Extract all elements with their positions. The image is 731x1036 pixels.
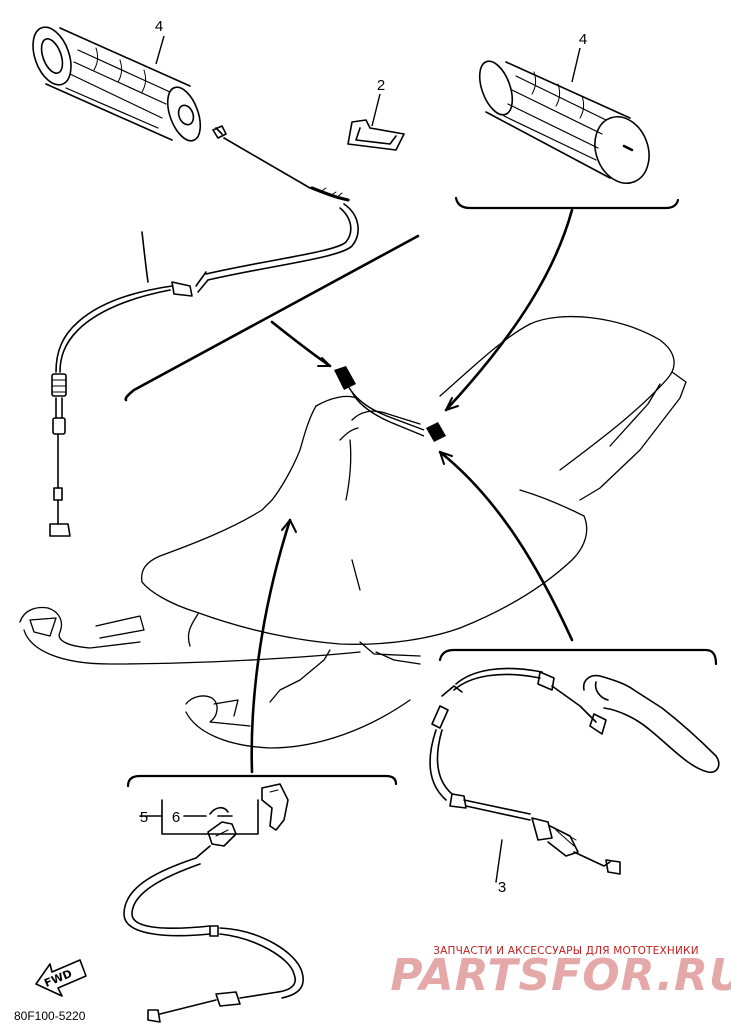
clip-part — [347, 119, 405, 151]
watermark-brand: PARTSFOR.RU — [390, 950, 731, 1001]
callout-4-right: 4 — [579, 31, 587, 48]
throttle-cable — [429, 667, 720, 883]
left-cable-end-marker — [334, 366, 356, 390]
right-cable-end-marker — [426, 422, 446, 442]
fwd-label: FWD — [42, 967, 74, 990]
callout-4-left: 4 — [155, 18, 163, 35]
pointer-choke — [250, 518, 292, 774]
callout-6: 6 — [172, 809, 180, 826]
bracket-choke — [126, 774, 398, 788]
callout-3: 3 — [498, 879, 506, 896]
right-grip — [478, 60, 650, 184]
pointer-right-grip — [444, 208, 574, 412]
pointer-left-grip — [270, 320, 332, 368]
bracket-left-grip — [124, 234, 420, 402]
snowmobile-body — [19, 315, 687, 749]
diagram-code: 80F100-5220 — [14, 1009, 86, 1023]
watermark-tagline: ЗАПЧАСТИ И АКСЕССУАРЫ ДЛЯ МОТОТЕХНИКИ — [433, 945, 699, 957]
pointer-throttle — [438, 450, 574, 642]
callout-5: 5 — [140, 809, 148, 826]
left-grip — [32, 26, 202, 142]
callout-2: 2 — [377, 77, 385, 94]
bracket-throttle — [438, 648, 718, 666]
fwd-arrow-icon — [35, 959, 87, 997]
choke-cable — [123, 783, 304, 1023]
throttle-cable-left — [49, 125, 359, 537]
bracket-right-grip — [454, 196, 680, 210]
